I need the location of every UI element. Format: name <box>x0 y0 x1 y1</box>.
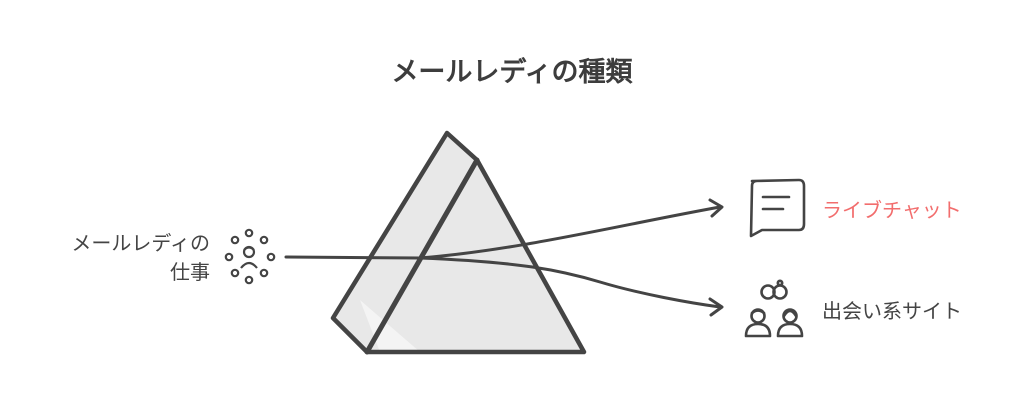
source-label: メールレディの 仕事 <box>20 229 210 287</box>
arrow-to-live-chat <box>418 198 724 260</box>
diagram-title: メールレディの種類 <box>391 57 633 88</box>
people-network-icon <box>224 228 276 285</box>
output-label-live-chat: ライブチャット <box>822 198 962 222</box>
incoming-beam <box>284 255 422 260</box>
source-label-line2: 仕事 <box>170 260 210 284</box>
prism <box>330 130 587 355</box>
source-label-line1: メールレディの <box>71 231 210 255</box>
arrow-to-dating-site <box>418 256 724 317</box>
couple-rings-icon <box>744 279 804 338</box>
output-label-dating-site: 出会い系サイト <box>822 299 962 323</box>
chat-bubble-icon <box>749 178 806 238</box>
